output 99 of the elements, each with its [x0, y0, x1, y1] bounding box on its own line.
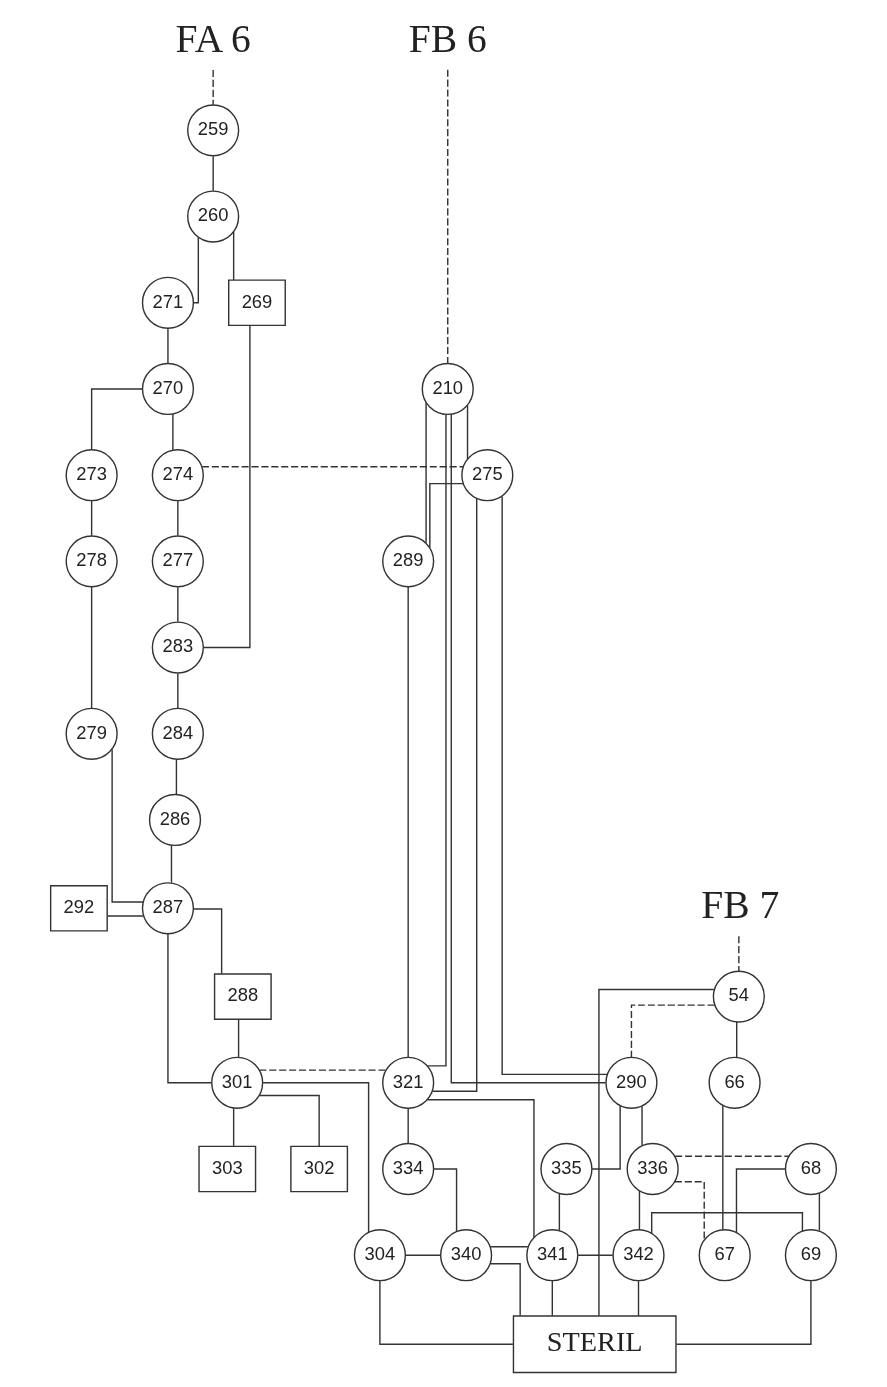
node-circle: 304	[353, 1229, 407, 1282]
connector	[598, 988, 715, 1317]
connector	[431, 497, 478, 1092]
node-circle: 340	[439, 1229, 493, 1282]
connector	[551, 1280, 553, 1317]
connector	[201, 466, 464, 468]
node-box: 302	[290, 1145, 349, 1193]
connector	[489, 1263, 521, 1317]
connector	[192, 908, 223, 975]
node-circle: 278	[65, 535, 118, 588]
connector	[651, 1212, 804, 1234]
connector	[111, 748, 144, 903]
connector	[425, 401, 427, 544]
connector	[501, 495, 608, 1076]
connector	[90, 500, 93, 537]
connector	[177, 500, 179, 537]
connector	[379, 1280, 514, 1345]
node-circle: 334	[382, 1142, 435, 1196]
node-circle: 321	[382, 1056, 435, 1109]
connector	[447, 69, 449, 365]
connector	[90, 388, 143, 450]
connector	[466, 404, 469, 460]
node-circle: 342	[612, 1229, 665, 1282]
node-box: 292	[49, 884, 108, 932]
node-circle: 336	[626, 1142, 679, 1196]
connector	[429, 482, 464, 549]
node-box: 303	[198, 1145, 257, 1193]
connector	[674, 1181, 705, 1241]
node-box: 269	[228, 279, 286, 327]
node-circle: 289	[382, 535, 435, 588]
node-circle: 68	[784, 1142, 838, 1196]
connector	[735, 1168, 786, 1234]
connector	[405, 1254, 441, 1256]
connector	[818, 1192, 821, 1232]
node-circle: 273	[65, 449, 118, 502]
connector	[407, 586, 409, 1059]
connector	[426, 1099, 535, 1239]
node-circle: 301	[211, 1056, 264, 1109]
connector	[170, 844, 173, 884]
connector	[237, 1018, 240, 1058]
connector	[175, 758, 178, 795]
connector	[177, 586, 179, 623]
node-circle: 54	[712, 970, 765, 1023]
node-circle: 271	[141, 276, 195, 329]
node-circle: 260	[187, 190, 240, 243]
node-circle: 341	[526, 1229, 579, 1282]
connector	[489, 1246, 529, 1248]
connector	[722, 1105, 724, 1231]
connector	[177, 672, 179, 709]
connector	[674, 1155, 790, 1157]
connector	[232, 231, 235, 281]
connector	[675, 1280, 812, 1345]
connector	[433, 1168, 458, 1232]
node-circle: 210	[421, 362, 474, 416]
node-circle: 284	[151, 707, 204, 760]
connector	[106, 915, 145, 917]
connector	[167, 327, 169, 364]
connector	[641, 1105, 643, 1147]
connector	[638, 1190, 641, 1231]
connector	[577, 1254, 614, 1256]
node-circle: 335	[540, 1142, 593, 1196]
connector	[258, 1069, 387, 1071]
node-circle: 283	[151, 621, 204, 674]
connector	[736, 1021, 738, 1058]
node-circle: 259	[187, 104, 240, 157]
connector	[167, 933, 213, 1084]
connector	[591, 1105, 621, 1170]
connector	[738, 935, 740, 972]
node-circle: 286	[148, 793, 202, 847]
connector	[212, 155, 214, 192]
node-circle: 275	[461, 449, 514, 502]
connector	[202, 324, 251, 649]
node-circle: 279	[65, 707, 118, 760]
node-circle: 67	[698, 1229, 751, 1282]
connector	[407, 1107, 409, 1144]
node-text: FA 6	[175, 16, 251, 61]
node-circle: 274	[151, 449, 204, 502]
node-text: FB 7	[701, 883, 780, 928]
connector	[192, 236, 200, 304]
connector	[558, 1192, 561, 1232]
connector	[172, 413, 174, 451]
connector	[232, 1107, 235, 1147]
connector	[637, 1280, 640, 1317]
node-circle: 287	[141, 882, 195, 935]
node-text: FB 6	[408, 16, 487, 61]
node-box: STERIL	[512, 1315, 677, 1374]
node-circle: 277	[151, 535, 204, 588]
node-box: 288	[213, 973, 272, 1020]
connector	[450, 413, 607, 1084]
connector	[426, 413, 447, 1067]
connector	[258, 1094, 320, 1147]
node-circle: 69	[784, 1229, 838, 1282]
connector	[630, 1004, 716, 1059]
connector	[262, 1082, 370, 1234]
node-circle: 270	[141, 362, 195, 416]
node-circle: 66	[708, 1056, 761, 1109]
node-circle: 290	[605, 1056, 658, 1109]
connector	[212, 69, 214, 106]
connector	[90, 586, 93, 709]
